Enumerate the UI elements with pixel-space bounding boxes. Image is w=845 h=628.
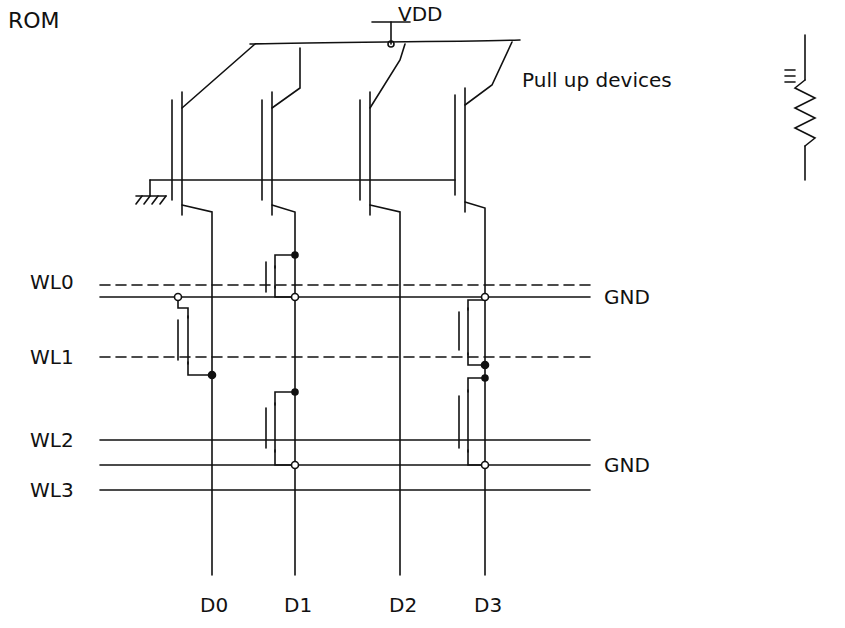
diagram-title: ROM: [8, 8, 60, 33]
wordline-label: WL1: [30, 346, 74, 368]
note-label: Pull up devices: [522, 69, 672, 91]
wordline-label: WL0: [30, 271, 74, 293]
wordline-label: WL2: [30, 429, 74, 451]
bitline-label: D0: [200, 594, 228, 616]
ground-label: GND: [604, 454, 650, 476]
supply-label: VDD: [398, 3, 442, 25]
bitline-label: D1: [284, 594, 312, 616]
bitline-label: D2: [389, 594, 417, 616]
bitline-label: D3: [474, 594, 502, 616]
ground-label: GND: [604, 286, 650, 308]
wordline-label: WL3: [30, 479, 74, 501]
